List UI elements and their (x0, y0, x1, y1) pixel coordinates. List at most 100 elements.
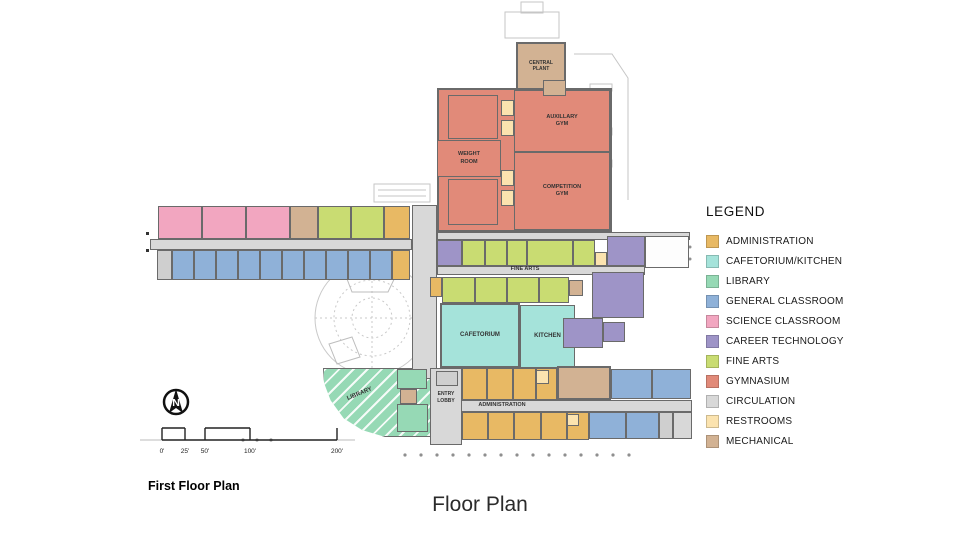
room-classroom (238, 250, 260, 280)
column-dots (241, 245, 692, 457)
legend-label: ADMINISTRATION (726, 235, 814, 247)
room-admin-room (513, 368, 536, 400)
room-corridor (437, 266, 645, 275)
room-locker-area (448, 95, 498, 139)
legend-swatch (706, 274, 719, 288)
scale-bar: 0' 25' 50' 100' 200' (140, 427, 355, 455)
plan-caption: First Floor Plan (148, 479, 240, 493)
legend-label: RESTROOMS (726, 415, 793, 427)
room-stair (659, 412, 673, 439)
room-admin-room (541, 412, 567, 440)
room-fine-arts-label: FINE ARTS (510, 266, 540, 273)
room-admin-room (488, 412, 514, 440)
legend-swatch (706, 314, 719, 328)
room-corridor (437, 232, 690, 240)
room-mechanical-annex (543, 80, 566, 96)
legend-item: LIBRARY (706, 271, 876, 291)
room-classroom (282, 250, 304, 280)
room-corridor (673, 412, 692, 439)
legend-label: LIBRARY (726, 275, 771, 287)
room-corridor (150, 239, 412, 250)
room-classroom (589, 412, 626, 439)
room-mechanical-room (569, 280, 583, 296)
legend-label: CAREER TECHNOLOGY (726, 335, 844, 347)
room-admin-room (487, 368, 513, 400)
room-admin-room (462, 368, 487, 400)
room-locker-area (448, 179, 498, 225)
legend-swatch (706, 334, 719, 348)
room-gym-restroom (501, 100, 514, 116)
room-science-classroom (158, 206, 202, 239)
room-fine-arts-room (527, 240, 573, 266)
room-restroom (536, 370, 549, 384)
room-fine-arts-room (507, 277, 539, 303)
room-mechanical-room (557, 366, 611, 400)
legend-title: LEGEND (706, 204, 766, 219)
legend-swatch (706, 394, 719, 408)
legend-swatch (706, 354, 719, 368)
room-cafetorium: CAFETORIUM (440, 303, 520, 368)
legend-swatch (706, 374, 719, 388)
legend-label: FINE ARTS (726, 355, 780, 367)
room-fine-arts-room (442, 277, 475, 303)
room-classroom (304, 250, 326, 280)
room-fine-arts-room (475, 277, 507, 303)
legend-swatch (706, 294, 719, 308)
room-career-tech-room (592, 272, 644, 318)
room-career-tech-room (607, 236, 645, 266)
legend-label: CAFETORIUM/KITCHEN (726, 255, 843, 267)
room-admin-room (430, 277, 442, 297)
legend-item: CAREER TECHNOLOGY (706, 331, 876, 351)
room-library-room (397, 369, 427, 389)
legend-item: FINE ARTS (706, 351, 876, 371)
room-practice-rooms (507, 240, 527, 266)
room-career-tech-room (603, 322, 625, 342)
room-entry-lobby-label: ENTRY LOBBY (437, 391, 455, 404)
room-mechanical-room (290, 206, 318, 239)
room-fine-arts-room (351, 206, 384, 239)
legend-swatch (706, 254, 719, 268)
room-restroom-core (384, 206, 410, 239)
room-fine-arts-room (485, 240, 507, 266)
room-science-classroom (202, 206, 246, 239)
legend-item: GENERAL CLASSROOM (706, 291, 876, 311)
north-arrow-icon: N (162, 388, 190, 416)
legend-item: MECHANICAL (706, 431, 876, 451)
room-classroom (348, 250, 370, 280)
legend-label: SCIENCE CLASSROOM (726, 315, 841, 327)
room-science-classroom (246, 206, 290, 239)
legend-label: MECHANICAL (726, 435, 794, 447)
legend-item: CAFETORIUM/KITCHEN (706, 251, 876, 271)
legend-item: SCIENCE CLASSROOM (706, 311, 876, 331)
scale-label: 200' (331, 448, 343, 455)
legend-items: ADMINISTRATION CAFETORIUM/KITCHEN LIBRARY G… (706, 231, 876, 451)
room-practice-rooms (573, 240, 595, 266)
room-classroom (626, 412, 659, 439)
legend-swatch (706, 434, 719, 448)
room-administration-label: ADMINISTRATION (478, 402, 526, 409)
legend-item: RESTROOMS (706, 411, 876, 431)
page-title: Floor Plan (432, 493, 528, 516)
room-library-room (397, 404, 428, 432)
legend-item: GYMNASIUM (706, 371, 876, 391)
legend-label: GYMNASIUM (726, 375, 790, 387)
room-restroom-core (595, 252, 607, 266)
room-support-room (645, 236, 689, 268)
legend: LEGEND ADMINISTRATION CAFETORIUM/KITCHEN L… (706, 204, 876, 451)
room-stair (436, 371, 458, 386)
room-classroom (216, 250, 238, 280)
room-classroom (611, 369, 652, 399)
legend-item: CIRCULATION (706, 391, 876, 411)
room-career-tech-room (563, 318, 603, 348)
room-restroom (567, 414, 579, 426)
room-career-tech-room (437, 240, 462, 266)
room-restroom-core (392, 250, 410, 280)
room-classroom (172, 250, 194, 280)
room-mechanical-room (400, 389, 417, 404)
room-fine-arts-room (539, 277, 569, 303)
room-admin-room (462, 412, 488, 440)
room-weight-room: WEIGHT ROOM (437, 140, 501, 177)
room-classroom (652, 369, 691, 399)
legend-swatch (706, 234, 719, 248)
